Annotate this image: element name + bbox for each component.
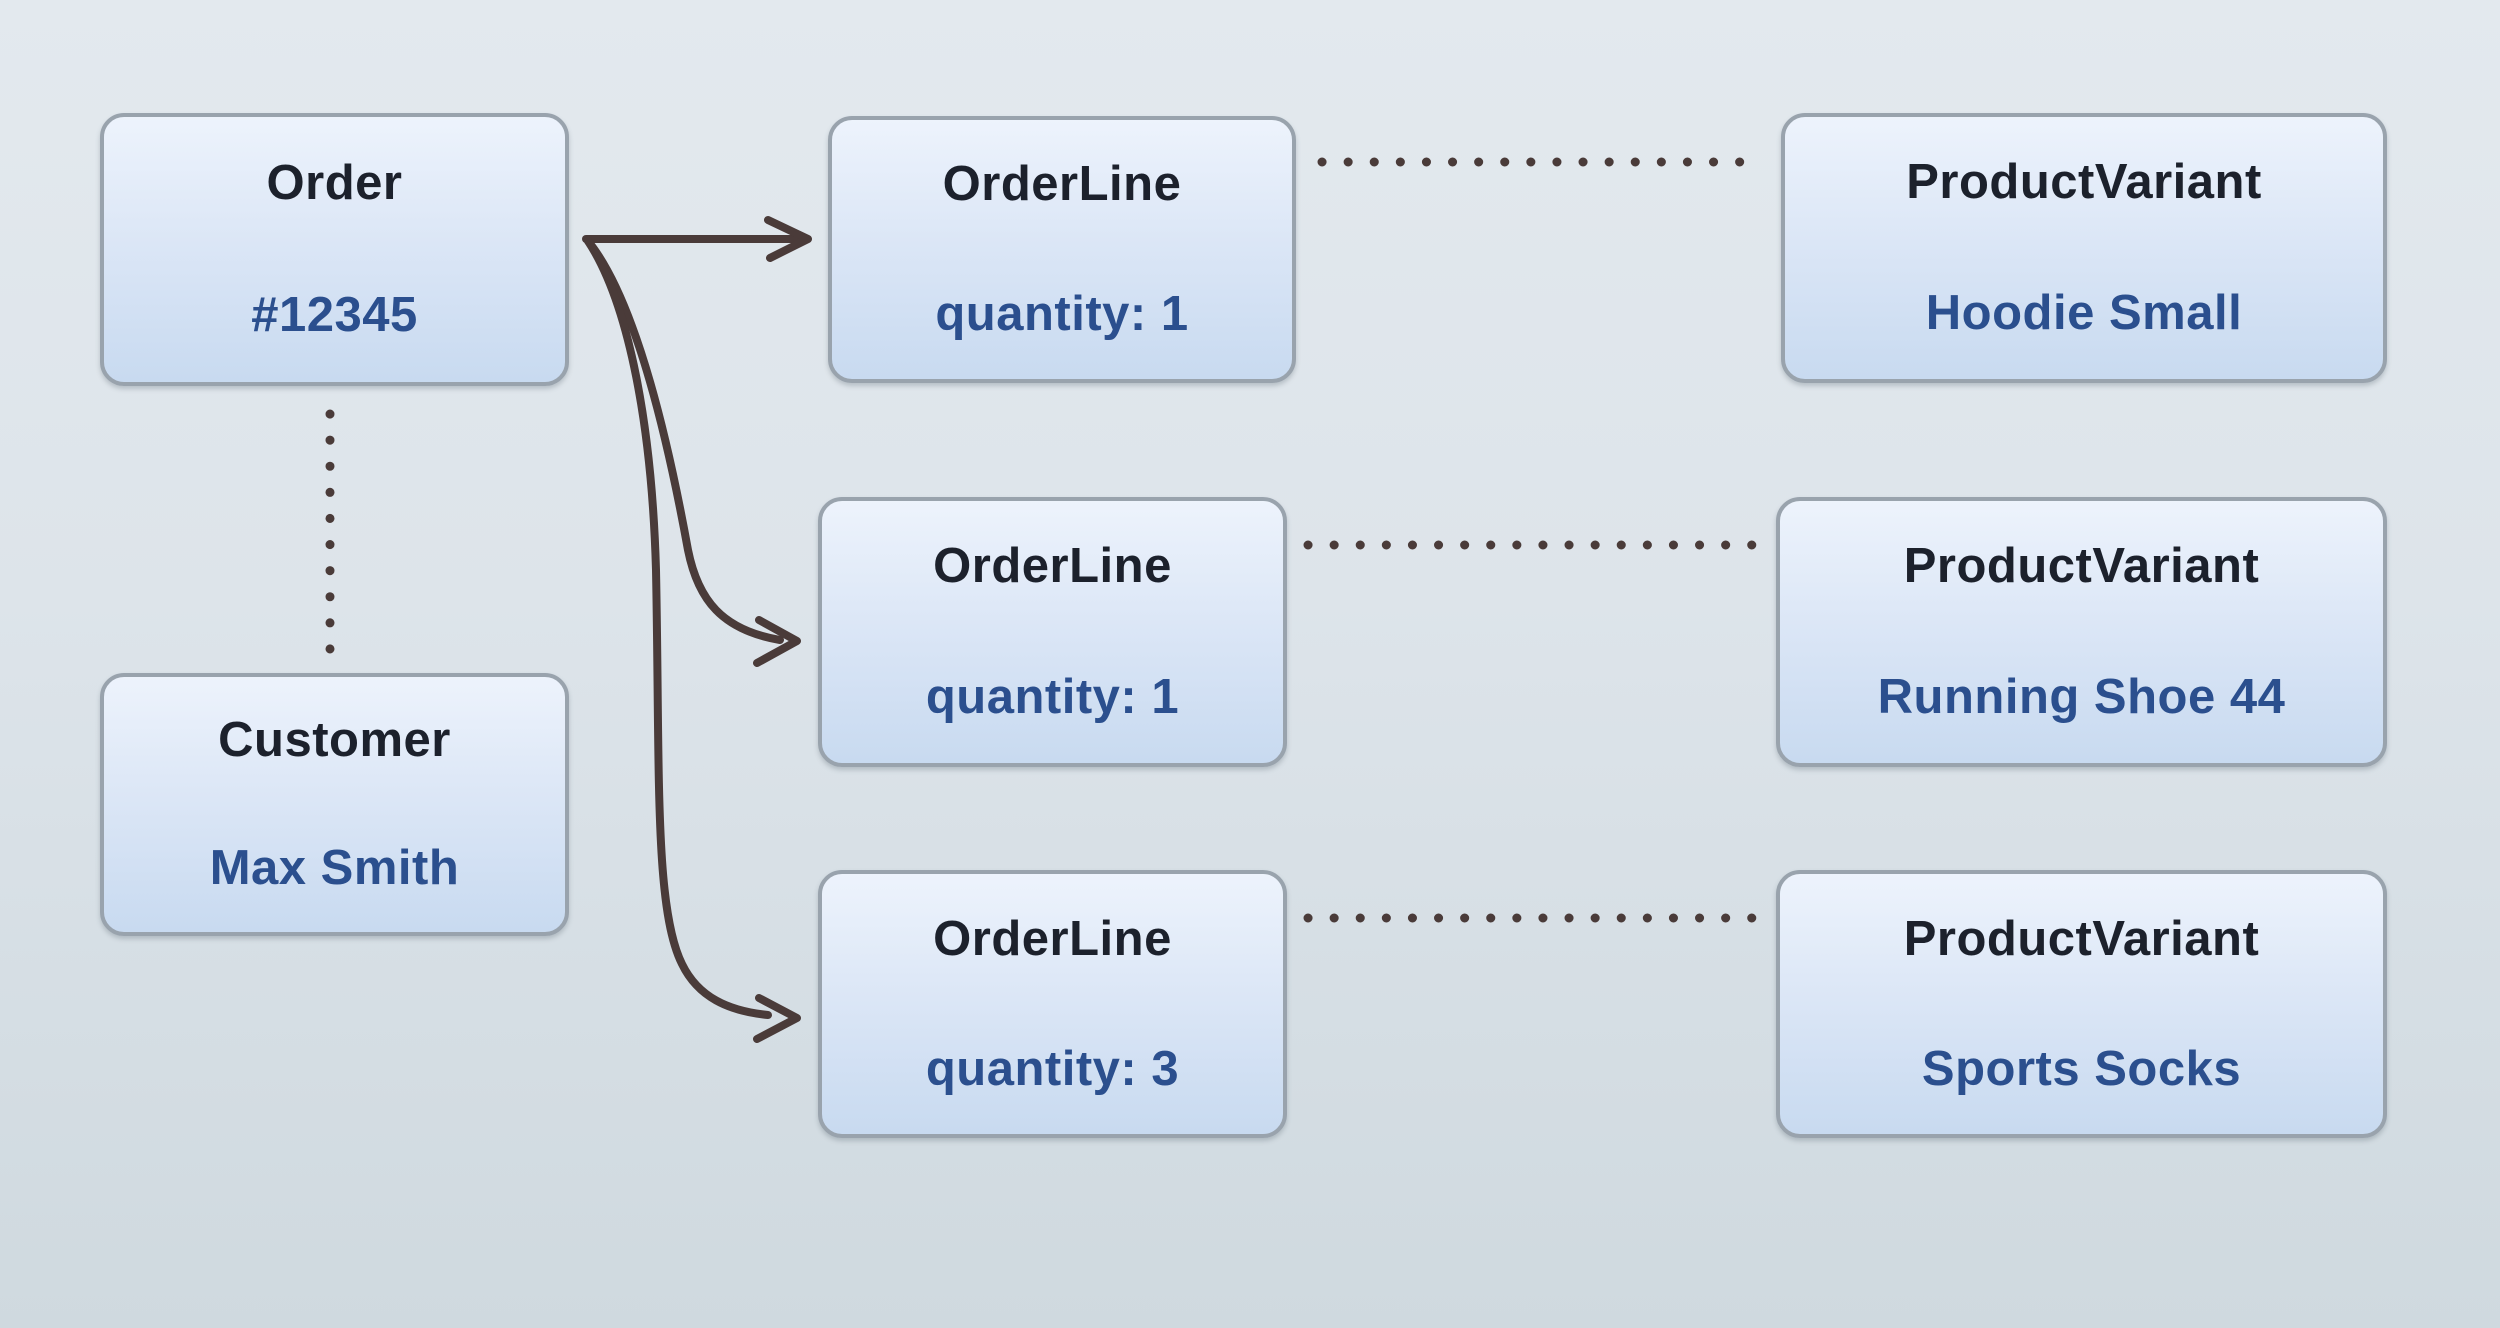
orderline-node-quantity: quantity: 1 (925, 670, 1180, 724)
product-variant-node-title: ProductVariant (1903, 539, 2260, 593)
customer-node-value: Max Smith (209, 840, 460, 895)
product-variant-node-2: ProductVariant Running Shoe 44 (1776, 497, 2387, 767)
orderline-node-quantity: quantity: 3 (925, 1041, 1180, 1096)
order-orderline2-arrow (584, 237, 801, 667)
product-variant-node-3: ProductVariant Sports Socks (1776, 870, 2387, 1138)
orderline-node-title: OrderLine (942, 157, 1182, 212)
order-node-value: #12345 (251, 288, 418, 343)
product-variant-node-1: ProductVariant Hoodie Small (1781, 113, 2387, 383)
orderline-node-1: OrderLine quantity: 1 (828, 116, 1296, 383)
order-node: Order #12345 (100, 113, 569, 386)
product-variant-node-name: Hoodie Small (1925, 286, 2243, 340)
order-orderline1-arrow (582, 216, 812, 262)
product-variant-node-title: ProductVariant (1906, 155, 2262, 209)
orderline-node-title: OrderLine (933, 539, 1172, 593)
order-orderline3-arrow (584, 237, 801, 1043)
product-variant-node-name: Running Shoe 44 (1877, 670, 2286, 724)
orderline-node-3: OrderLine quantity: 3 (818, 870, 1287, 1138)
customer-node: Customer Max Smith (100, 673, 569, 936)
orderline-node-quantity: quantity: 1 (935, 286, 1189, 341)
product-variant-node-name: Sports Socks (1921, 1041, 2242, 1096)
customer-node-title: Customer (218, 713, 451, 768)
orderline-node-title: OrderLine (933, 911, 1172, 966)
orderline-node-2: OrderLine quantity: 1 (818, 497, 1287, 767)
product-variant-node-title: ProductVariant (1903, 911, 2260, 966)
order-node-title: Order (266, 155, 403, 210)
